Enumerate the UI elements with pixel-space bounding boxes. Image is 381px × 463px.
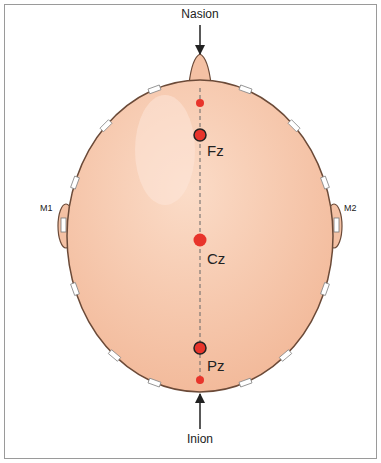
head-outline [67,80,333,392]
electrode-label: Pz [207,357,225,375]
electrode-dot [196,376,204,384]
electrode-dot [196,99,204,107]
frame [5,5,377,459]
electrode-dot [194,342,206,354]
mastoid-label: M1 [40,203,53,214]
ear-electrode [334,218,339,232]
mastoid-label: M2 [344,203,357,214]
electrode-label: Fz [207,142,224,160]
electrode-pads [71,85,330,387]
landmark-label: Inion [187,432,213,446]
highlight [135,95,195,205]
pointer-arrow [199,25,201,54]
electrode-dot [194,234,207,247]
ear-electrode [61,218,66,232]
electrode-dot [194,129,206,141]
landmark-label: Nasion [181,7,218,21]
electrode-label: Cz [207,250,225,268]
pointer-arrow [199,394,201,429]
